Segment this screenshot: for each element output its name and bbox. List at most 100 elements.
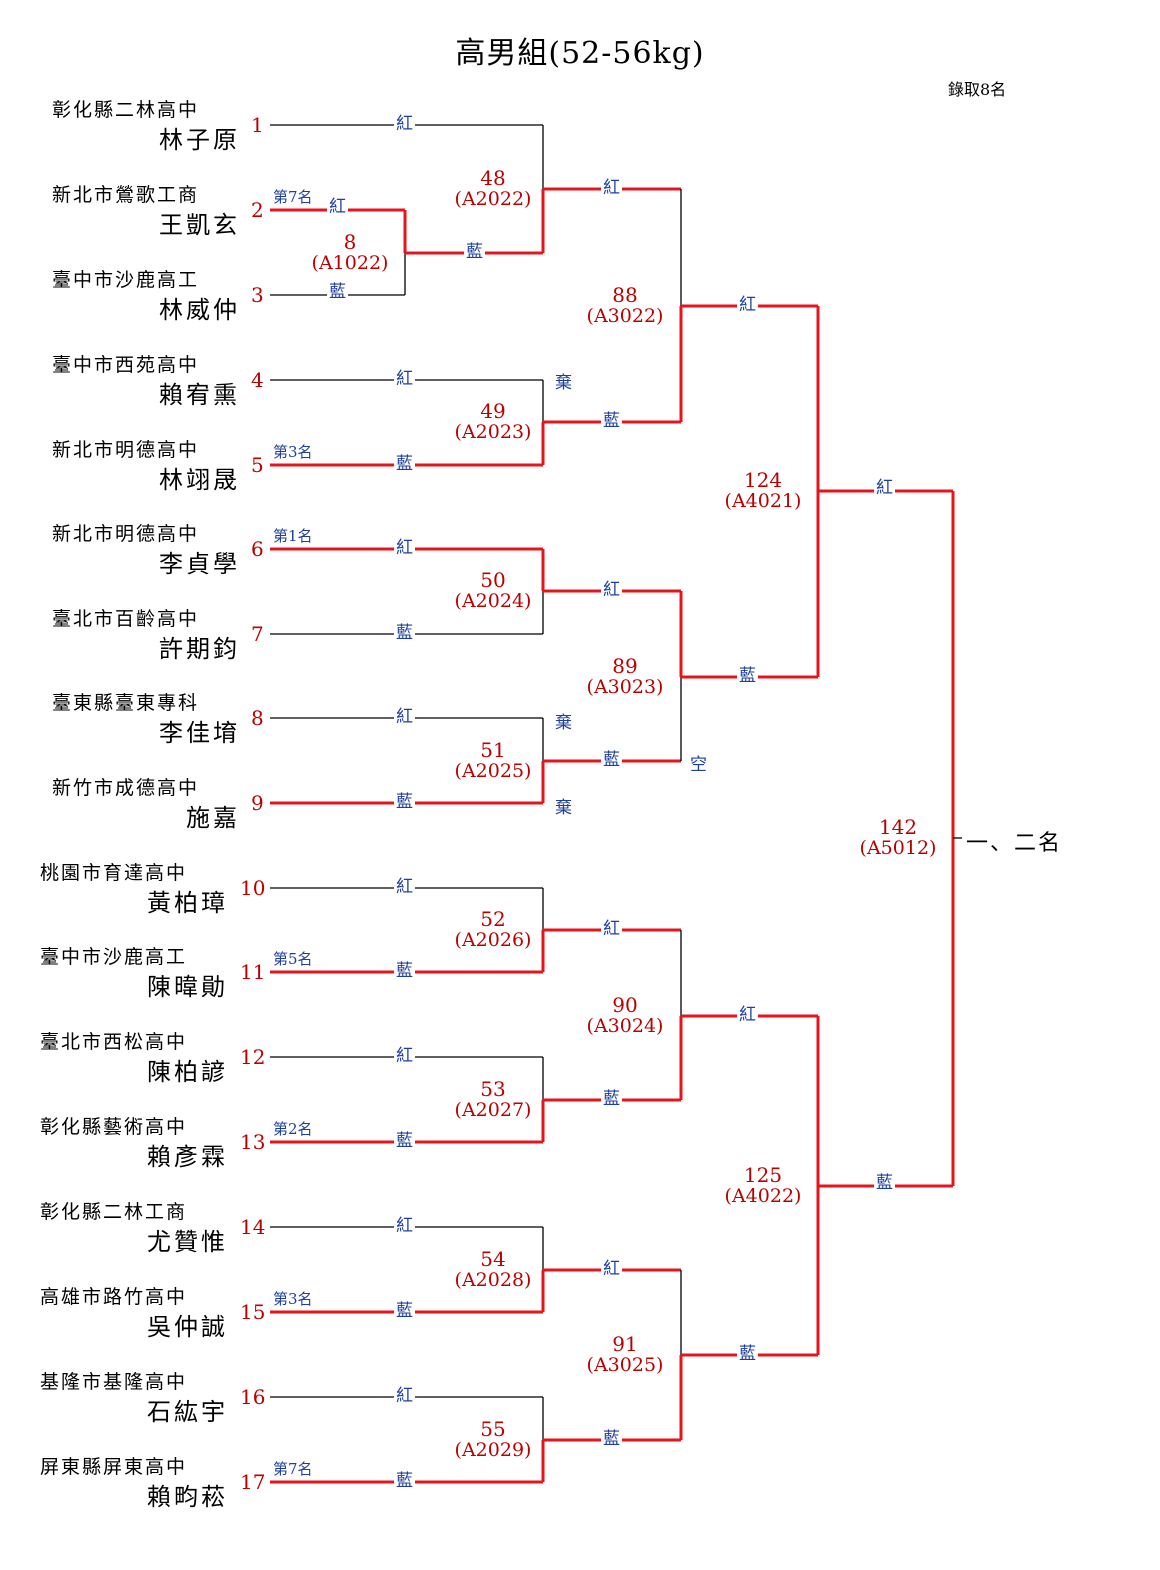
red-corner-label: 紅 bbox=[601, 1259, 622, 1279]
red-corner-label: 紅 bbox=[394, 114, 415, 134]
competitor-school: 新竹市成德高中 bbox=[52, 777, 200, 799]
blue-corner-label: 藍 bbox=[394, 623, 415, 643]
competitor-school: 新北市明德高中 bbox=[52, 523, 200, 545]
match-number: 125 bbox=[743, 1163, 783, 1187]
blue-corner-label: 藍 bbox=[394, 1301, 415, 1321]
competitor-name: 李佳堉 bbox=[159, 719, 240, 747]
seed-number: 16 bbox=[240, 1385, 266, 1409]
seed-number: 7 bbox=[251, 622, 264, 646]
final-rank-badge: 第7名 bbox=[273, 1460, 313, 1478]
match-number: 54 bbox=[480, 1247, 506, 1271]
blue-corner-label: 藍 bbox=[737, 1344, 758, 1364]
empty-mark: 空 bbox=[690, 755, 707, 775]
match-code: (A2028) bbox=[454, 1269, 532, 1291]
blue-corner-label: 藍 bbox=[601, 1089, 622, 1109]
forfeit-mark: 棄 bbox=[555, 713, 572, 733]
final-rank-badge: 第2名 bbox=[273, 1120, 313, 1138]
blue-corner-label: 藍 bbox=[327, 282, 348, 302]
competitor-name: 林子原 bbox=[159, 126, 240, 154]
match-number: 124 bbox=[743, 468, 783, 492]
match-number: 53 bbox=[480, 1077, 506, 1101]
seed-number: 3 bbox=[251, 283, 264, 307]
match-code: (A2022) bbox=[454, 188, 532, 210]
red-corner-label: 紅 bbox=[394, 1386, 415, 1406]
competitor-name: 石紘宇 bbox=[147, 1398, 228, 1426]
seed-number: 9 bbox=[251, 791, 264, 815]
forfeit-mark: 棄 bbox=[555, 373, 572, 393]
final-rank-badge: 第7名 bbox=[273, 188, 313, 206]
competitor-name: 賴宥熏 bbox=[159, 381, 240, 409]
seed-number: 4 bbox=[251, 368, 264, 392]
seed-number: 10 bbox=[240, 876, 266, 900]
competitor-school: 桃園市育達高中 bbox=[40, 862, 188, 884]
red-corner-label: 紅 bbox=[394, 877, 415, 897]
blue-corner-label: 藍 bbox=[601, 750, 622, 770]
match-code: (A4022) bbox=[724, 1185, 802, 1207]
red-corner-label: 紅 bbox=[601, 178, 622, 198]
competitor-name: 林威仲 bbox=[159, 296, 240, 324]
match-number: 51 bbox=[480, 738, 506, 762]
match-code: (A2025) bbox=[454, 760, 532, 782]
competitor-name: 吳仲誠 bbox=[147, 1313, 228, 1341]
match-code: (A2027) bbox=[454, 1099, 532, 1121]
final-rank-badge: 第5名 bbox=[273, 950, 313, 968]
seed-number: 13 bbox=[240, 1130, 266, 1154]
competitor-school: 臺中市沙鹿高工 bbox=[40, 946, 188, 968]
match-number: 48 bbox=[480, 166, 506, 190]
blue-corner-label: 藍 bbox=[464, 242, 485, 262]
blue-corner-label: 藍 bbox=[394, 961, 415, 981]
red-corner-label: 紅 bbox=[874, 478, 895, 498]
match-code: (A3024) bbox=[586, 1015, 664, 1037]
blue-corner-label: 藍 bbox=[394, 792, 415, 812]
match-number: 90 bbox=[612, 993, 638, 1017]
competitor-name: 陳柏諺 bbox=[147, 1058, 228, 1086]
seed-number: 1 bbox=[251, 113, 264, 137]
competitor-name: 許期鈞 bbox=[159, 635, 240, 663]
match-number: 91 bbox=[612, 1332, 638, 1356]
competitor-school: 高雄市路竹高中 bbox=[40, 1286, 188, 1308]
match-code: (A2023) bbox=[454, 421, 532, 443]
competitor-school: 新北市鶯歌工商 bbox=[52, 184, 200, 206]
competitor-name: 李貞學 bbox=[159, 550, 240, 578]
red-corner-label: 紅 bbox=[327, 197, 348, 217]
final-placement-label: 一、二名 bbox=[966, 831, 1063, 856]
competitor-name: 賴畇菘 bbox=[147, 1483, 228, 1511]
competitor-school: 基隆市基隆高中 bbox=[40, 1371, 188, 1393]
match-code: (A2024) bbox=[454, 590, 532, 612]
match-number: 49 bbox=[480, 399, 506, 423]
competitor-name: 王凱玄 bbox=[159, 211, 240, 239]
red-corner-label: 紅 bbox=[737, 1005, 758, 1025]
seed-number: 17 bbox=[240, 1470, 266, 1494]
red-corner-label: 紅 bbox=[394, 707, 415, 727]
seed-number: 15 bbox=[240, 1300, 266, 1324]
competitor-school: 屏東縣屏東高中 bbox=[40, 1456, 188, 1478]
page-title: 高男組(52-56kg) bbox=[455, 36, 705, 71]
final-rank-badge: 第3名 bbox=[273, 443, 313, 461]
match-code: (A3022) bbox=[586, 305, 664, 327]
seed-number: 5 bbox=[251, 453, 264, 477]
competitor-name: 陳暐勛 bbox=[147, 973, 228, 1001]
match-number: 88 bbox=[612, 283, 638, 307]
blue-corner-label: 藍 bbox=[737, 666, 758, 686]
seed-number: 12 bbox=[240, 1045, 266, 1069]
red-corner-label: 紅 bbox=[737, 295, 758, 315]
red-corner-label: 紅 bbox=[394, 538, 415, 558]
competitor-name: 尤贊惟 bbox=[147, 1228, 228, 1256]
seed-number: 11 bbox=[240, 960, 266, 984]
competitor-school: 臺北市百齡高中 bbox=[52, 608, 200, 630]
competitor-school: 臺北市西松高中 bbox=[40, 1031, 188, 1053]
blue-corner-label: 藍 bbox=[601, 411, 622, 431]
competitor-name: 林翊晟 bbox=[159, 466, 240, 494]
red-corner-label: 紅 bbox=[394, 369, 415, 389]
match-code: (A2029) bbox=[454, 1439, 532, 1461]
competitor-school: 新北市明德高中 bbox=[52, 439, 200, 461]
final-rank-badge: 第3名 bbox=[273, 1290, 313, 1308]
blue-corner-label: 藍 bbox=[394, 1471, 415, 1491]
forfeit-mark: 棄 bbox=[555, 798, 572, 818]
competitor-name: 賴彥霖 bbox=[147, 1143, 228, 1171]
seed-number: 14 bbox=[240, 1215, 266, 1239]
match-code: (A4021) bbox=[724, 490, 802, 512]
final-rank-badge: 第1名 bbox=[273, 527, 313, 545]
competitor-name: 施嘉 bbox=[186, 804, 240, 832]
red-corner-label: 紅 bbox=[394, 1216, 415, 1236]
